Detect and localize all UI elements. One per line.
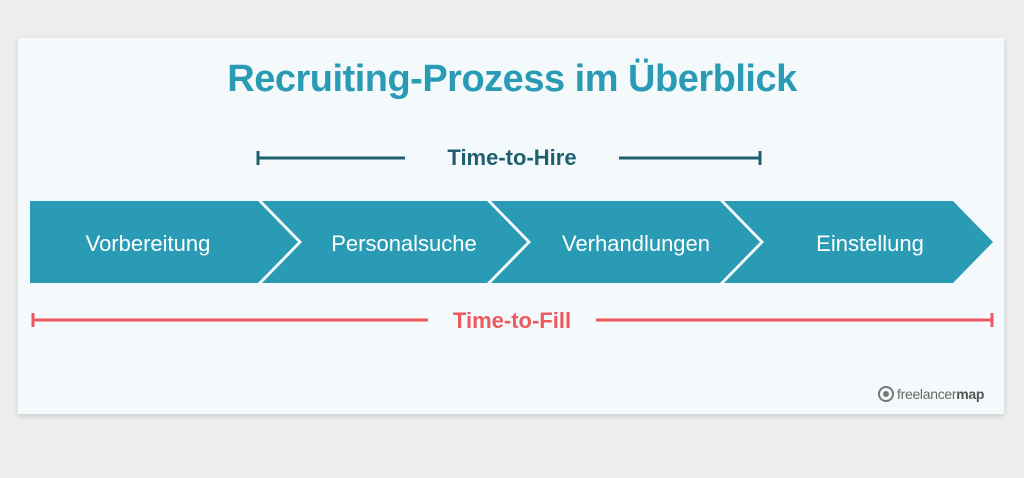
freelancermap-logo: freelancermap	[878, 384, 984, 404]
step-arrow-2	[262, 201, 527, 283]
diagram-title: Recruiting-Prozess im Überblick	[227, 58, 797, 100]
logo-text: freelancermap	[897, 386, 984, 402]
step-arrow-3	[491, 201, 760, 283]
step-arrow-4	[724, 201, 993, 283]
step-label-verhandlungen: Verhandlungen	[561, 231, 711, 256]
time-to-hire-label: Time-to-Hire	[405, 142, 619, 174]
freelancermap-logo-icon	[878, 386, 894, 402]
step-label-vorbereitung: Vorbereitung	[85, 231, 211, 256]
logo-text-bold: map	[956, 386, 985, 402]
logo-text-light: freelancer	[897, 386, 957, 402]
step-arrow-1	[30, 201, 298, 283]
step-label-einstellung: Einstellung	[816, 231, 924, 256]
time-to-fill-label: Time-to-Fill	[428, 302, 596, 340]
step-label-personalsuche: Personalsuche	[331, 231, 477, 256]
